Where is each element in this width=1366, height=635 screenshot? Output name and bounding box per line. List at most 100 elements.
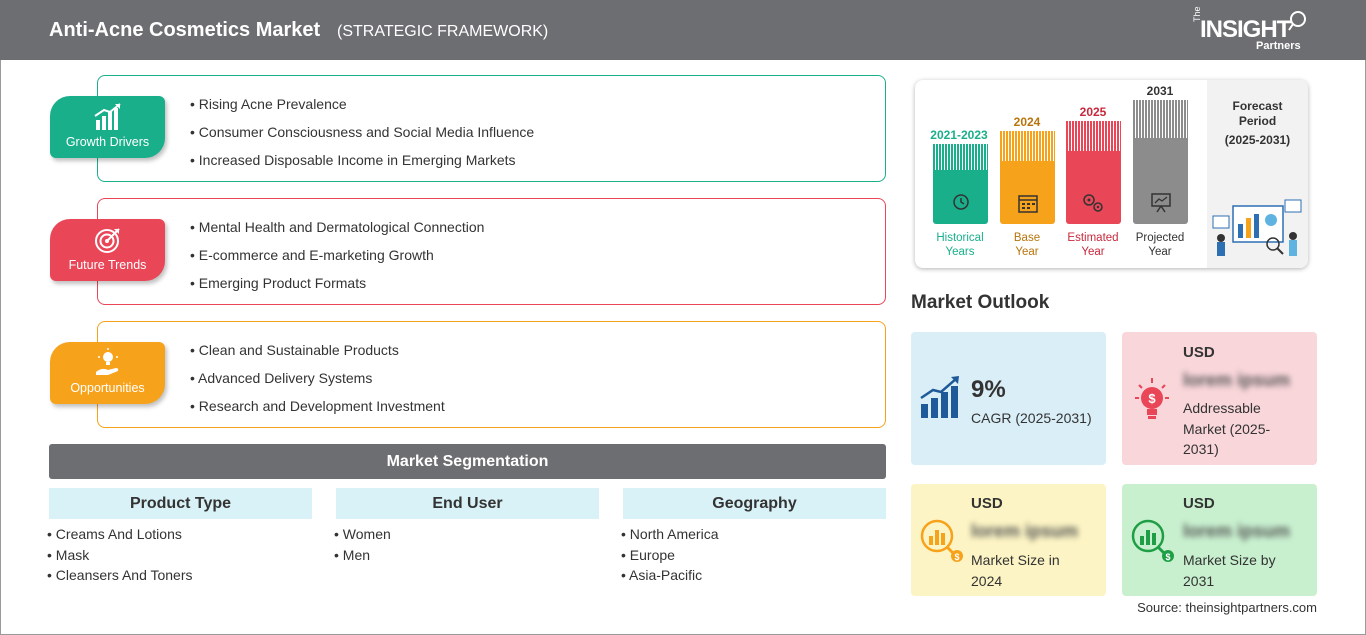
- growth-drivers-box: Rising Acne Prevalence Consumer Consciou…: [97, 75, 886, 182]
- desc-line: Addressable: [1183, 400, 1261, 416]
- calendar-icon: [1018, 195, 1038, 213]
- timeline-year-historical: 2021-2023: [930, 128, 988, 142]
- addressable-blurred-value: lorem ipsum: [1183, 370, 1291, 390]
- timeline-stripes-estimated: [1066, 121, 1121, 151]
- segment-list-end-user: Women Men: [334, 524, 391, 565]
- list-item: Consumer Consciousness and Social Media …: [190, 122, 534, 150]
- list-item: Men: [334, 545, 391, 566]
- timeline-label-line: Year: [1081, 246, 1105, 258]
- list-item: Emerging Product Formats: [190, 273, 484, 301]
- timeline-label-line: Historical: [936, 232, 984, 244]
- timeline-bar-projected: [1133, 138, 1188, 224]
- timeline-stripes-projected: [1133, 100, 1188, 138]
- page-title: Anti-Acne Cosmetics Market: [49, 19, 321, 41]
- list-item: Rising Acne Prevalence: [190, 94, 534, 122]
- source-link[interactable]: Source: theinsightpartners.com: [1137, 600, 1317, 615]
- list-item: Creams And Lotions: [47, 524, 193, 545]
- size2031-blurred-value: lorem ipsum: [1183, 521, 1291, 541]
- forecast-title-line: Period: [1238, 114, 1277, 128]
- timeline-label-line: Projected: [1135, 232, 1185, 244]
- history-icon: [953, 194, 969, 210]
- market-outlook-title: Market Outlook: [911, 292, 1050, 313]
- forecast-title-line: Forecast: [1232, 99, 1283, 113]
- forecast-period: (2025-2031): [1224, 133, 1291, 147]
- list-item: Mask: [47, 545, 193, 566]
- desc-line: Market Size in: [971, 552, 1060, 568]
- timeline-label-projected: Projected Year: [1120, 231, 1200, 259]
- segment-list-product-type: Creams And Lotions Mask Cleansers And To…: [47, 524, 193, 586]
- timeline-card: 2021-2023 Historical Years 2024 Base Yea…: [915, 80, 1308, 268]
- desc-line: 2024: [971, 572, 1003, 589]
- size2031-desc: Market Size by 2031: [1183, 550, 1276, 591]
- analytics-people-icon: [1212, 199, 1302, 256]
- segment-heading-end-user: End User: [336, 488, 599, 519]
- opportunities-badge: Opportunities: [50, 342, 165, 404]
- list-item: Increased Disposable Income in Emerging …: [190, 150, 534, 178]
- list-item: Research and Development Investment: [190, 396, 445, 424]
- logo-magnifier-icon: [1288, 11, 1306, 31]
- header-bar: Anti-Acne Cosmetics Market (STRATEGIC FR…: [0, 0, 1366, 60]
- timeline-stripes-base: [1000, 131, 1055, 161]
- list-item: E-commerce and E-marketing Growth: [190, 245, 484, 273]
- cagr-label: CAGR (2025-2031): [971, 410, 1092, 426]
- bar-chart-icon: [94, 103, 121, 130]
- target-icon: [95, 228, 120, 253]
- insight-partners-logo[interactable]: The INSIGHT Partners: [1190, 6, 1310, 54]
- list-item: Cleansers And Toners: [47, 565, 193, 586]
- gears-icon: [1083, 194, 1103, 212]
- desc-line: Market (2025-: [1183, 420, 1271, 437]
- growth-drivers-label: Growth Drivers: [65, 135, 150, 149]
- desc-line: 2031): [1183, 441, 1219, 457]
- future-trends-badge: Future Trends: [50, 219, 165, 281]
- market-size-2024-card: $ USD lorem ipsum Market Size in 2024: [911, 484, 1106, 596]
- opportunities-list: Clean and Sustainable Products Advanced …: [190, 340, 445, 424]
- size2024-blurred-value: lorem ipsum: [971, 521, 1079, 541]
- timeline-label-historical: Historical Years: [920, 231, 1000, 259]
- timeline-label-line: Years: [945, 246, 975, 258]
- addressable-market-card: $ USD lorem ipsum Addressable Market (20…: [1122, 332, 1317, 465]
- logo-insight: INSIGHT: [1200, 16, 1291, 43]
- page-subtitle: (STRATEGIC FRAMEWORK): [337, 23, 549, 40]
- svg-text:$: $: [1165, 552, 1170, 562]
- list-item: Mental Health and Dermatological Connect…: [190, 217, 485, 245]
- desc-line: Market Size by: [1183, 552, 1276, 568]
- timeline-bar-historical: [933, 170, 988, 224]
- forecast-title: Forecast Period: [1207, 99, 1308, 129]
- lightbulb-hand-icon: [96, 348, 119, 375]
- timeline-year-estimated: 2025: [1079, 105, 1107, 119]
- magnifier-chart-icon: $: [1131, 519, 1174, 562]
- size2024-desc: Market Size in 2024: [971, 550, 1060, 591]
- list-item: North America: [621, 524, 719, 545]
- size2031-usd: USD: [1183, 495, 1215, 512]
- list-item: Europe: [621, 545, 719, 566]
- timeline-year-projected: 2031: [1146, 84, 1174, 98]
- market-segmentation-bar: Market Segmentation: [49, 444, 886, 479]
- segment-heading-geography: Geography: [623, 488, 886, 519]
- timeline-year-base: 2024: [1013, 115, 1041, 129]
- addressable-usd: USD: [1183, 344, 1215, 361]
- timeline-label-line: Base: [1013, 232, 1041, 244]
- addressable-desc: Addressable Market (2025- 2031): [1183, 398, 1270, 460]
- growth-chart-icon: [920, 376, 959, 418]
- timeline-label-line: Estimated: [1067, 232, 1119, 244]
- size2024-usd: USD: [971, 495, 1003, 512]
- future-trends-list: Mental Health and Dermatological Connect…: [190, 217, 485, 301]
- list-item: Clean and Sustainable Products: [190, 340, 445, 368]
- money-bulb-icon: $: [1135, 378, 1169, 419]
- timeline-label-line: Year: [1148, 246, 1172, 258]
- timeline-bar-estimated: [1066, 151, 1121, 224]
- list-item: Advanced Delivery Systems: [190, 368, 445, 396]
- presentation-icon: [1151, 193, 1171, 213]
- cagr-value: 9%: [971, 376, 1006, 403]
- list-item: Asia-Pacific: [621, 565, 719, 586]
- list-item: Women: [334, 524, 391, 545]
- timeline-bar-base: [1000, 161, 1055, 224]
- logo-partners: Partners: [1256, 40, 1301, 52]
- future-trends-label: Future Trends: [68, 258, 147, 272]
- magnifier-chart-icon: $: [920, 519, 963, 562]
- svg-text:$: $: [954, 552, 959, 562]
- cagr-card: 9% CAGR (2025-2031): [911, 332, 1106, 465]
- timeline-label-line: Year: [1015, 246, 1039, 258]
- timeline-label-base: Base Year: [987, 231, 1067, 259]
- timeline-stripes-historical: [933, 144, 988, 170]
